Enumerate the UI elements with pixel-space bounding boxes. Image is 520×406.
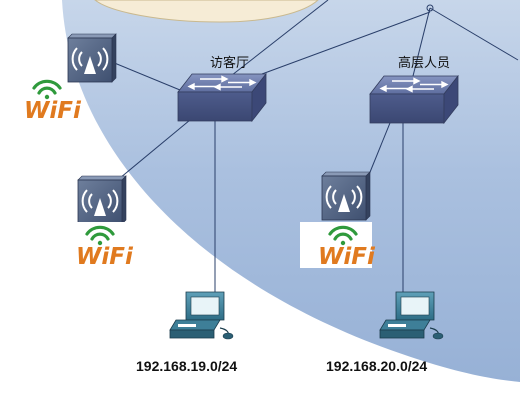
pc-senior-staff[interactable] bbox=[379, 291, 444, 340]
wifi-signal-icon bbox=[85, 225, 115, 246]
core-junction bbox=[426, 4, 434, 12]
switch-arrows-icon bbox=[379, 77, 449, 93]
access-point-2[interactable] bbox=[77, 175, 127, 225]
wifi-logo-3: WiFi bbox=[300, 222, 376, 270]
links bbox=[111, 0, 519, 296]
wifi-signal-icon bbox=[328, 225, 358, 246]
wifi-logo-text: WiFi bbox=[76, 244, 134, 270]
switch-label-guest-hall: 访客厅 bbox=[210, 56, 250, 71]
antenna-icon bbox=[71, 47, 109, 74]
switch-arrows-icon bbox=[187, 75, 257, 91]
subnet-label-guest: 192.168.19.0/24 bbox=[136, 358, 238, 374]
switch-guest-hall[interactable] bbox=[177, 72, 267, 123]
computer-icon bbox=[169, 291, 234, 340]
link-core-right bbox=[429, 7, 519, 61]
switch-label-senior-staff: 高层人员 bbox=[398, 56, 451, 71]
switch-senior-staff[interactable] bbox=[369, 74, 459, 125]
pc-guest-hall[interactable] bbox=[169, 291, 234, 340]
wifi-logo-text: WiFi bbox=[24, 98, 82, 124]
link-ap3-senior-switch bbox=[365, 117, 393, 183]
antenna-icon bbox=[325, 185, 363, 212]
computer-icon bbox=[379, 291, 444, 340]
wifi-logo-1: WiFi bbox=[24, 79, 82, 124]
link-ap1-guest-switch bbox=[111, 61, 181, 91]
link-guest-switch-core bbox=[217, 0, 329, 87]
wifi-logo-2: WiFi bbox=[74, 222, 134, 270]
link-senior-switch-core bbox=[411, 7, 431, 81]
core-area-oval bbox=[94, 0, 319, 23]
wifi-logo-text: WiFi bbox=[318, 244, 376, 270]
access-point-3[interactable] bbox=[321, 171, 371, 221]
wifi-signal-icon bbox=[32, 79, 62, 100]
link-ap2-guest-switch bbox=[119, 119, 191, 179]
subnet-label-senior: 192.168.20.0/24 bbox=[326, 358, 428, 374]
access-point-1[interactable] bbox=[67, 33, 117, 83]
link-guest-switch-uplink bbox=[261, 11, 431, 75]
antenna-icon bbox=[81, 189, 119, 216]
